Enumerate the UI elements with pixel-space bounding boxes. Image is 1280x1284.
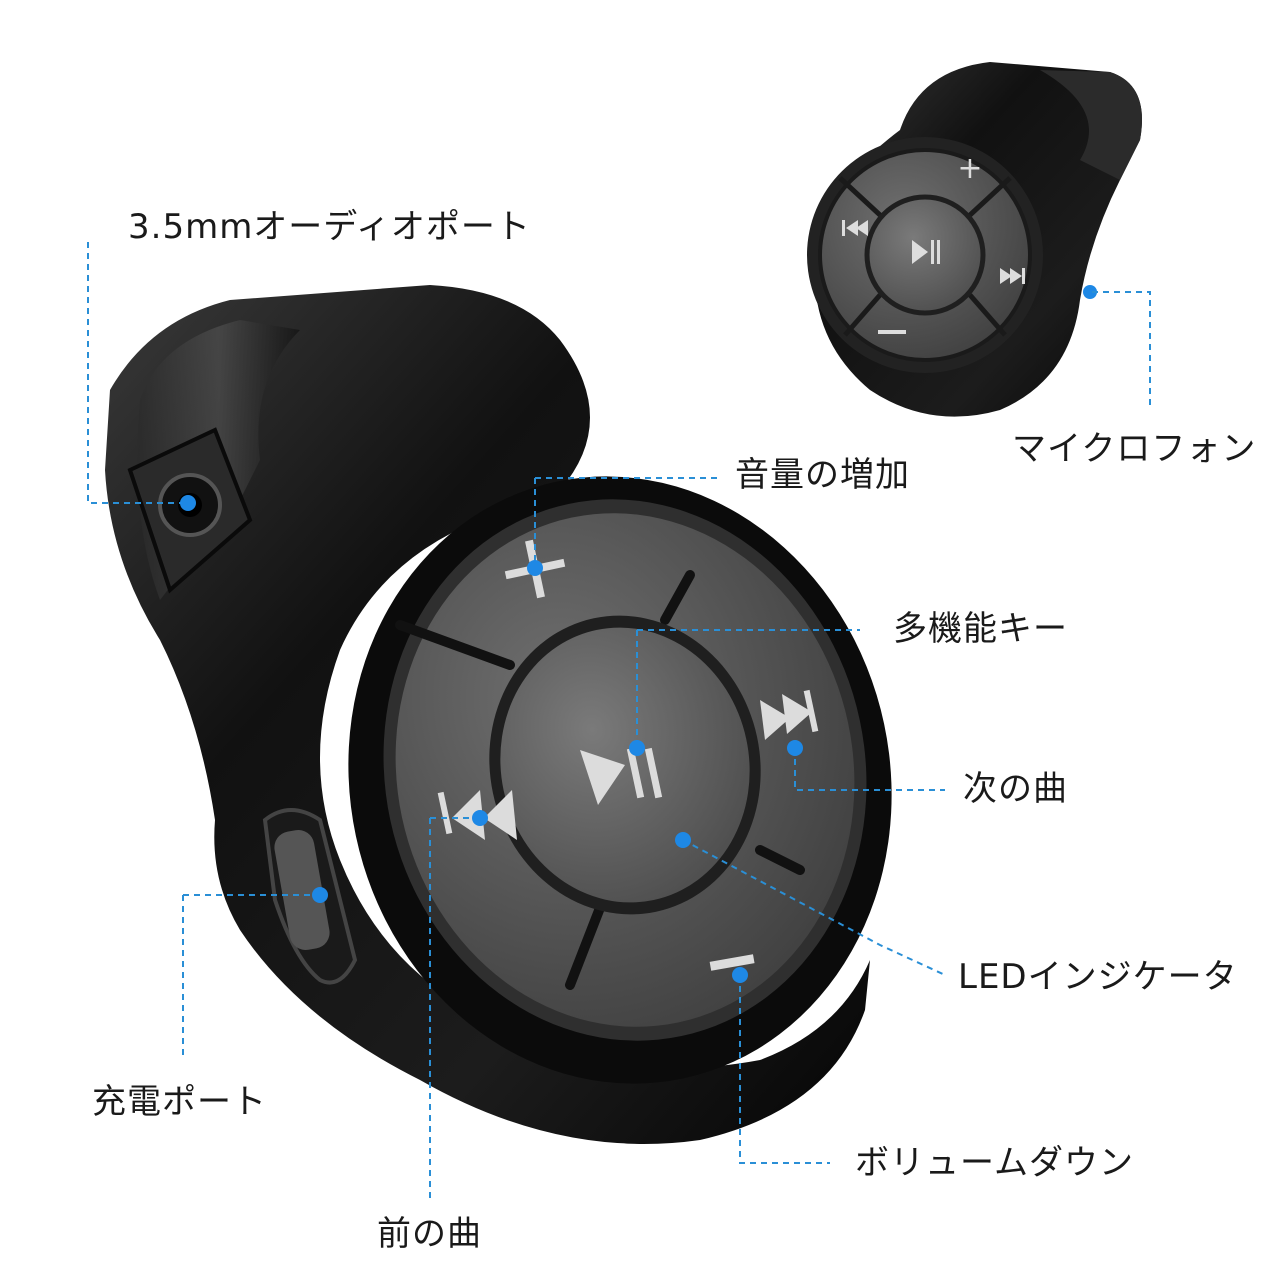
small-previous-track-icon [842,220,868,236]
microphone-dot [1083,285,1097,299]
play-pause-icon [580,747,663,805]
volume-down-leader-line [739,975,830,1164]
volume-up-leader-line [534,477,720,568]
charging-port-slot [274,829,330,951]
volume-down-label: ボリュームダウン [855,1143,1134,1183]
charging-port-dot [312,887,328,903]
led-indicator-leader-line [682,839,946,976]
led-indicator-dot [675,832,691,848]
charging-port-leader-line [182,894,320,1060]
small-center-button[interactable] [864,194,986,316]
small-device-clip [1040,70,1142,180]
small-play-pause-icon [912,240,940,264]
microphone-label: マイクロフォン [1012,429,1257,469]
large-device [105,285,892,1144]
small-plus-icon: + [957,151,982,186]
previous-track-dot [472,810,488,826]
small-minus-icon [878,330,906,334]
microphone-leader-line [1092,291,1151,405]
multi-key-dot [629,740,645,756]
audio-port-dot [180,495,196,511]
small-next-track-icon [1000,268,1025,284]
next-track-dot [787,740,803,756]
next-track-leader-line [794,748,945,791]
leader-dots [180,495,803,983]
minus-icon [709,954,755,971]
next-track-icon [760,689,819,740]
volume-down-dot [732,967,748,983]
led-indicator-label: LEDインジケータ [958,957,1238,997]
audio-port-label: 3.5mmオーディオポート [128,207,531,247]
previous-track-icon [437,790,517,840]
multi-key-leader-line [636,629,860,748]
volume-up-label: 音量の増加 [735,455,910,495]
next-track-label: 次の曲 [963,769,1068,809]
previous-track-leader-line [429,817,480,1200]
small-device: + [807,62,1151,417]
volume-up-dot [527,560,543,576]
small-button-dividers [838,176,1012,337]
previous-track-label: 前の曲 [377,1214,482,1254]
leader-lines [87,242,946,1200]
charging-port-label: 充電ポート [92,1082,267,1122]
multi-key-label: 多機能キー [893,609,1068,649]
button-dividers [395,570,805,990]
